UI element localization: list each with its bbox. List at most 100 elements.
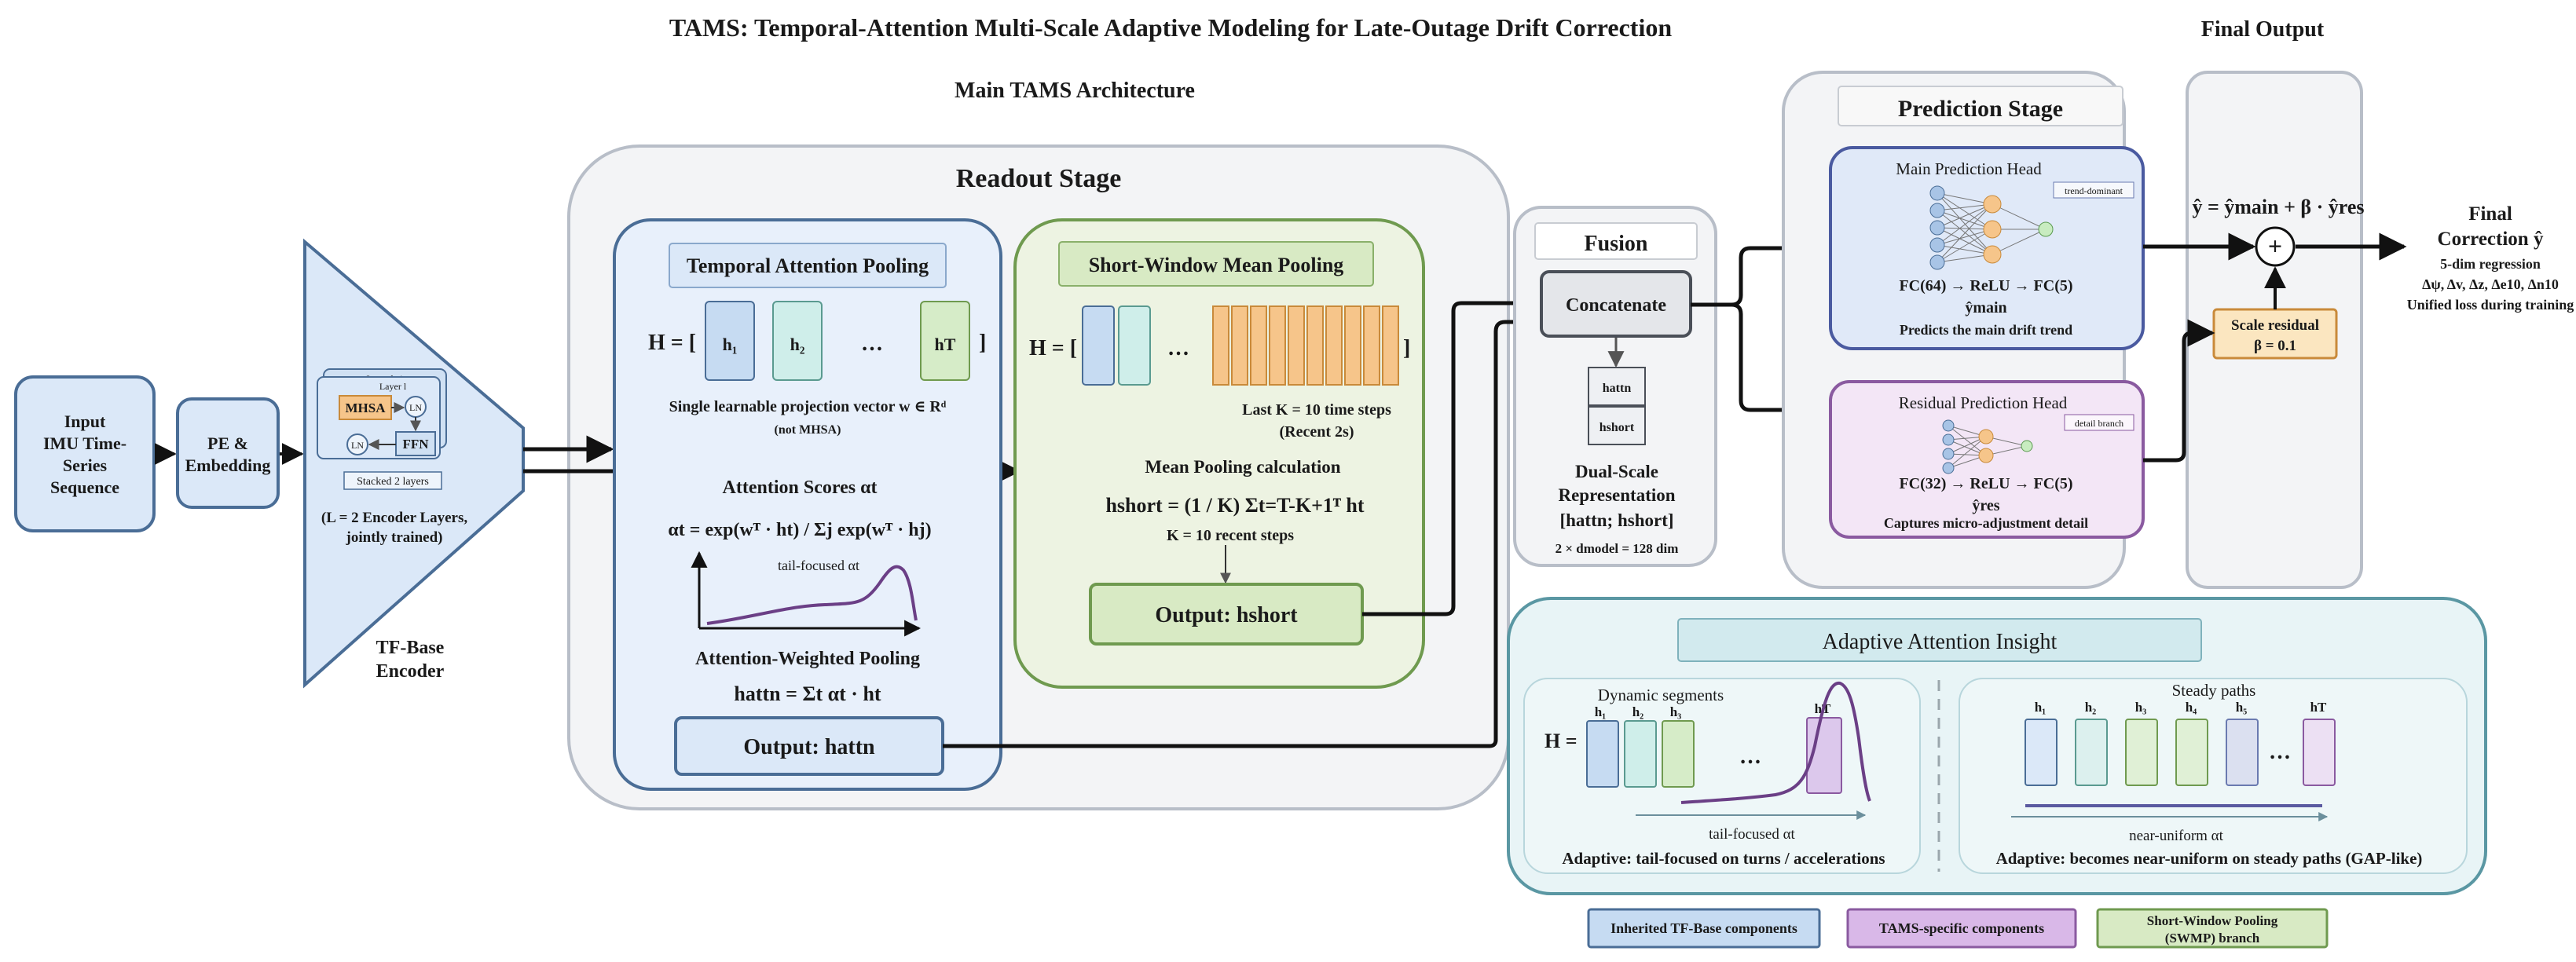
swmp-lastk: Last K = 10 time steps — [1242, 401, 1391, 419]
tap-tail-label: tail-focused αt — [778, 558, 859, 573]
fusion-dim: 2 × dmodel = 128 dim — [1555, 541, 1679, 556]
short-window-mean-pooling: Short-Window Mean Pooling H = [ … ] Last… — [1013, 218, 1425, 689]
final-output-panel: ŷ = ŷmain + β · ŷres + Scale residual β … — [2186, 71, 2365, 589]
readout-stage-title: Readout Stage — [956, 164, 1122, 193]
swmp-output: Output: hshort — [1155, 603, 1298, 627]
sum-node: + — [2268, 232, 2282, 260]
ln-node-2: LN — [351, 440, 364, 451]
residual-head-tag: detail branch — [2075, 418, 2123, 429]
dynamic-h2: h₂ — [1632, 704, 1644, 719]
tap-h2: h₂ — [790, 335, 805, 354]
final-equation: ŷ = ŷmain + β · ŷres — [2192, 196, 2364, 218]
dual-scale-line3: [hattn; hshort] — [1559, 510, 1673, 530]
swmp-h-close: ] — [1403, 336, 1410, 360]
encoder-label-line2: Encoder — [376, 661, 445, 682]
steady-h1: h₁ — [2035, 700, 2047, 715]
final-regression: 5-dim regression — [2440, 256, 2541, 272]
final-correction-line2: Correction ŷ — [2438, 229, 2544, 250]
final-output-heading: Final Output — [2201, 17, 2325, 42]
fusion-block: Fusion Concatenate hattn hshort Dual-Sca… — [1513, 206, 1717, 567]
main-head-title: Main Prediction Head — [1896, 159, 2042, 178]
fusion-hshort: hshort — [1599, 421, 1635, 434]
dynamic-h3: h₃ — [1670, 704, 1682, 719]
concatenate-block: Concatenate — [1566, 295, 1666, 316]
tap-dots: … — [861, 331, 883, 356]
swmp-formula: hshort = (1 / K) Σt=T-K+1ᵀ ht — [1105, 494, 1364, 517]
stacked-layers-label: Stacked 2 layers — [357, 476, 429, 488]
fusion-title: Fusion — [1585, 232, 1648, 256]
legend: Inherited TF-Base components TAMS-specif… — [1587, 908, 2329, 949]
tap-h-eq: H = [ — [648, 331, 696, 355]
residual-head-network-icon — [1942, 419, 2033, 474]
final-correction-line1: Final — [2468, 203, 2512, 225]
tap-output: Output: hattn — [743, 735, 875, 759]
insight-title: Adaptive Attention Insight — [1823, 630, 2058, 654]
input-label-line3: Series — [63, 455, 108, 475]
steady-h5: h₅ — [2236, 700, 2248, 715]
tap-not-mhsa: (not MHSA) — [775, 423, 841, 437]
swmp-h-eq: H = [ — [1029, 336, 1077, 360]
steady-caption: Adaptive: becomes near-uniform on steady… — [1996, 849, 2423, 868]
tap-scores-formula: αt = exp(wᵀ · ht) / Σj exp(wᵀ · hj) — [668, 520, 931, 540]
steady-near-label: near-uniform αt — [2129, 828, 2224, 844]
input-label-line1: Input — [64, 412, 106, 431]
adaptive-attention-insight: Adaptive Attention Insight Dynamic segme… — [1507, 597, 2487, 895]
pe-label-line2: Embedding — [185, 455, 271, 475]
prediction-stage: Prediction Stage Main Prediction Head tr… — [1782, 71, 2145, 589]
legend-inherited: Inherited TF-Base components — [1610, 920, 1797, 936]
final-vars: Δψ, Δv, Δz, Δe10, Δn10 — [2422, 276, 2559, 292]
dynamic-title: Dynamic segments — [1598, 686, 1724, 704]
tap-hT: hT — [935, 335, 956, 354]
tap-title: Temporal Attention Pooling — [687, 254, 929, 277]
tap-weighted-label: Attention-Weighted Pooling — [695, 649, 920, 669]
swmp-title: Short-Window Mean Pooling — [1089, 254, 1344, 276]
tap-projection-text: Single learnable projection vector w ∈ R… — [669, 398, 947, 415]
swmp-k: K = 10 recent steps — [1167, 527, 1294, 544]
swmp-dots: … — [1167, 336, 1189, 360]
encoder-layer: Layer l — [379, 381, 407, 392]
encoder-note-line2: jointly trained) — [346, 529, 443, 546]
residual-head-desc: Captures micro-adjustment detail — [1884, 515, 2088, 531]
final-correction: Final Correction ŷ 5-dim regression Δψ, … — [2407, 203, 2574, 313]
main-head-tag: trend-dominant — [2065, 185, 2123, 196]
input-label-line4: Sequence — [50, 477, 119, 497]
encoder-label-line1: TF-Base — [376, 638, 445, 658]
legend-tams: TAMS-specific components — [1879, 920, 2044, 936]
swmp-calc-label: Mean Pooling calculation — [1145, 457, 1340, 477]
scale-residual-line2: β = 0.1 — [2254, 338, 2296, 354]
steady-title: Steady paths — [2172, 681, 2256, 700]
main-head-y: ŷmain — [1965, 299, 2006, 316]
steady-hT: hT — [2310, 700, 2327, 715]
ln-node-1: LN — [409, 402, 422, 413]
dynamic-tail-label: tail-focused αt — [1709, 826, 1795, 843]
steady-dots: … — [2269, 740, 2291, 764]
steady-h3: h₃ — [2135, 700, 2147, 715]
dual-scale-line2: Representation — [1558, 485, 1675, 505]
steady-h2: h₂ — [2085, 700, 2097, 715]
dynamic-h-eq: H = — [1545, 730, 1577, 752]
mhsa-block: MHSA — [346, 401, 387, 415]
main-head-desc: Predicts the main drift trend — [1900, 322, 2072, 338]
prediction-stage-title: Prediction Stage — [1898, 96, 2063, 122]
legend-swmp-line1: Short-Window Pooling — [2147, 913, 2278, 928]
swmp-window-steps — [1212, 305, 1399, 386]
final-loss: Unified loss during training — [2407, 297, 2574, 313]
residual-head-y: ŷres — [1972, 497, 1999, 514]
main-head-fc: FC(64) → ReLU → FC(5) — [1899, 277, 2072, 294]
input-label-line2: IMU Time- — [43, 433, 126, 453]
encoder-note-line1: (L = 2 Encoder Layers, — [321, 510, 467, 526]
input-block: Input IMU Time- Series Sequence — [14, 375, 156, 532]
dynamic-h1: h₁ — [1595, 704, 1607, 719]
main-head-network-icon — [1929, 185, 2054, 270]
scale-residual-line1: Scale residual — [2231, 317, 2319, 334]
dynamic-dots: … — [1739, 744, 1761, 769]
tap-scores-label: Attention Scores αt — [723, 477, 878, 498]
ffn-block: FFN — [402, 437, 429, 452]
residual-head-fc: FC(32) → ReLU → FC(5) — [1899, 475, 2072, 492]
tf-base-encoder: Layer l+1 Layer l MHSA LN LN FFN Stacked… — [303, 238, 525, 689]
diagram-title: TAMS: Temporal-Attention Multi-Scale Ada… — [669, 13, 1672, 42]
tap-hattn-eq: hattn = Σt αt · ht — [734, 682, 881, 705]
tap-h-close: ] — [979, 331, 986, 355]
main-architecture-heading: Main TAMS Architecture — [955, 79, 1195, 103]
